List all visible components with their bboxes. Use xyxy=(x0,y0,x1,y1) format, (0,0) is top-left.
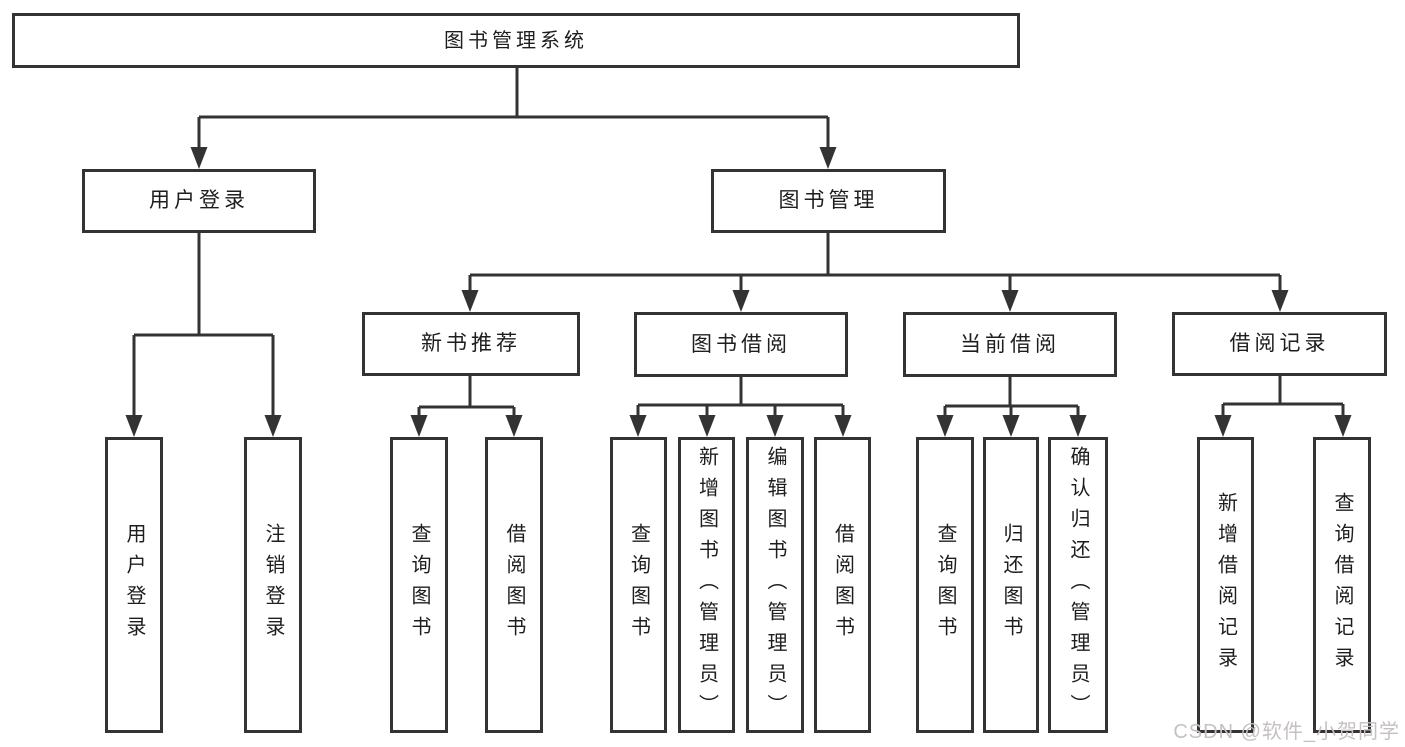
node-bb-borrow-book: 借阅图书 xyxy=(814,437,871,733)
node-book-management-system: 图书管理系统 xyxy=(12,13,1020,68)
node-borrowing-records: 借阅记录 xyxy=(1172,312,1387,376)
node-new-book-recommendation: 新书推荐 xyxy=(362,312,580,376)
node-bb-add-book-admin: 新增图书（管理员） xyxy=(678,437,735,733)
node-bb-query-book: 查询图书 xyxy=(610,437,667,733)
node-current-borrowing: 当前借阅 xyxy=(903,312,1117,377)
node-book-borrowing: 图书借阅 xyxy=(634,312,848,377)
node-book-management: 图书管理 xyxy=(711,169,946,233)
node-cb-return-book: 归还图书 xyxy=(983,437,1039,733)
node-user-login-leaf: 用户登录 xyxy=(105,437,163,733)
csdn-watermark: CSDN @软件_小贺同学 xyxy=(1173,721,1400,743)
node-nr-borrow-book: 借阅图书 xyxy=(485,437,543,733)
node-cb-query-book: 查询图书 xyxy=(916,437,974,733)
node-nr-query-book: 查询图书 xyxy=(390,437,448,733)
node-user-login-branch: 用户登录 xyxy=(82,169,316,233)
node-cb-confirm-return-admin: 确认归还（管理员） xyxy=(1048,437,1108,733)
node-bb-edit-book-admin: 编辑图书（管理员） xyxy=(746,437,804,733)
node-logout-login: 注销登录 xyxy=(244,437,302,733)
node-br-query-record: 查询借阅记录 xyxy=(1313,437,1371,733)
node-br-add-record: 新增借阅记录 xyxy=(1197,437,1254,733)
